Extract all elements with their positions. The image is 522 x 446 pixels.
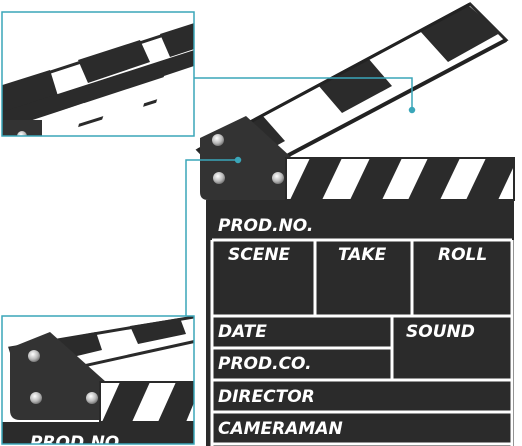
hinge-plate	[200, 116, 292, 200]
label-director: DIRECTOR	[218, 387, 315, 407]
inset-top-closeup	[1, 11, 195, 137]
label-roll: ROLL	[438, 245, 487, 265]
screw-3	[272, 172, 284, 184]
label-date: DATE	[218, 322, 267, 342]
clapper-stick-bottom	[285, 157, 515, 201]
inset-bottom-closeup: PROD.NO.	[1, 315, 195, 446]
screw-2	[213, 172, 225, 184]
screw-1	[212, 134, 224, 146]
slate-board: PROD.NO. SCENE TAKE ROLL DATE SOUND PROD…	[206, 200, 514, 446]
label-scene: SCENE	[228, 245, 291, 265]
label-sound: SOUND	[406, 322, 475, 342]
callout-lines	[185, 77, 416, 316]
label-prod-no: PROD.NO.	[218, 216, 313, 236]
label-cameraman: CAMERAMAN	[218, 419, 343, 439]
label-take: TAKE	[338, 245, 387, 265]
label-prod-co: PROD.CO.	[218, 354, 312, 374]
inset-label-prod-no: PROD.NO.	[30, 433, 125, 446]
